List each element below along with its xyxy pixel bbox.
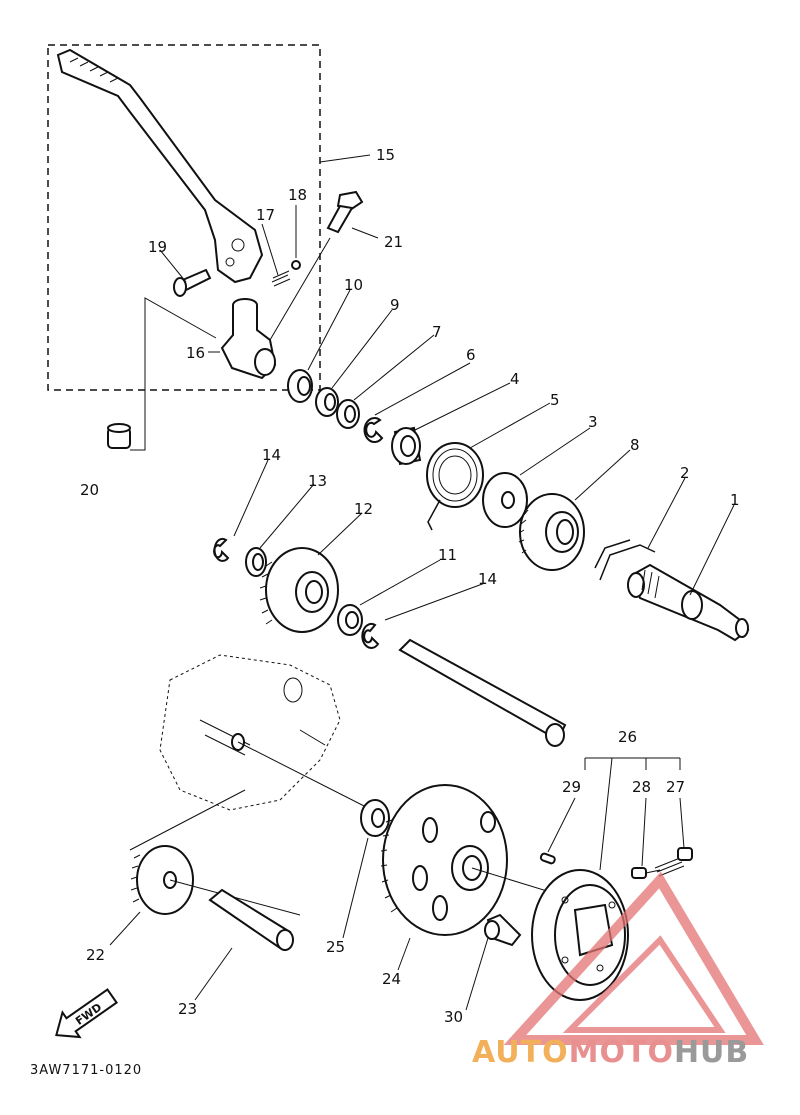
callout-12: 12 — [354, 500, 373, 518]
washer-25 — [360, 799, 390, 837]
callout-13: 13 — [308, 472, 327, 490]
watermark-triangle — [503, 871, 764, 1045]
callout-labels: 15 18 17 21 19 10 9 7 16 6 4 5 3 8 14 2 … — [80, 146, 740, 1026]
watermark-text-moto: MOTO — [569, 1035, 674, 1070]
crankcase-sketch — [159, 654, 373, 811]
callout-5: 5 — [550, 391, 560, 409]
kick-shaft-1 — [627, 563, 750, 642]
shaft-23 — [208, 888, 294, 951]
callout-3: 3 — [588, 413, 598, 431]
washer-10 — [287, 369, 313, 403]
bolt-19 — [173, 268, 212, 297]
callout-26: 26 — [618, 728, 637, 746]
clip-2 — [594, 539, 656, 581]
callout-4: 4 — [510, 370, 520, 388]
kick-gear-12 — [259, 547, 339, 633]
bolt-21 — [326, 190, 364, 234]
pin-29 — [539, 852, 556, 865]
callout-11: 11 — [438, 546, 457, 564]
callout-24: 24 — [382, 970, 401, 988]
spring-5 — [426, 442, 484, 531]
callout-19: 19 — [148, 238, 167, 256]
callout-14-bottom: 14 — [478, 570, 497, 588]
watermark-text-hub: HUB — [674, 1035, 749, 1070]
callout-27: 27 — [666, 778, 685, 796]
diagram-code: 3AW7171-0120 — [30, 1063, 142, 1078]
callout-23: 23 — [178, 1000, 197, 1018]
washer-3 — [482, 472, 528, 528]
callout-20: 20 — [80, 481, 99, 499]
spring-17 — [271, 270, 291, 287]
kick-boss-16 — [220, 298, 277, 380]
bushing-20 — [107, 423, 131, 449]
callout-16: 16 — [186, 344, 205, 362]
bolt-30 — [484, 913, 522, 947]
callout-25: 25 — [326, 938, 345, 956]
washer-11 — [337, 604, 363, 636]
spring-27 — [654, 857, 685, 877]
callout-7: 7 — [432, 323, 442, 341]
idle-shaft — [398, 638, 567, 747]
watermark-logo: AUTOMOTOHUB — [472, 1035, 749, 1070]
svg-text:AUTOMOTOHUB: AUTOMOTOHUB — [472, 1035, 749, 1070]
kick-lever — [56, 48, 264, 284]
circlip-14-top — [213, 537, 230, 562]
callout-29: 29 — [562, 778, 581, 796]
callout-30: 30 — [444, 1008, 463, 1026]
ball-18 — [291, 260, 301, 270]
washer-13 — [245, 547, 267, 577]
washer-9 — [315, 387, 339, 417]
callout-6: 6 — [466, 346, 476, 364]
callout-10: 10 — [344, 276, 363, 294]
callout-2: 2 — [680, 464, 690, 482]
circlip-6 — [363, 417, 384, 443]
screw-27 — [677, 847, 693, 861]
assembly-group-outline — [47, 44, 321, 391]
callout-15: 15 — [376, 146, 395, 164]
callout-18: 18 — [288, 186, 307, 204]
ratchet-wheel-8 — [518, 493, 585, 571]
watermark-text-auto: AUTO — [472, 1035, 569, 1070]
leader-lines — [109, 154, 735, 1011]
idle-gear-22 — [130, 845, 194, 915]
primary-gear-24 — [380, 784, 508, 936]
callout-14-top: 14 — [262, 446, 281, 464]
callout-22: 22 — [86, 946, 105, 964]
callout-1: 1 — [730, 491, 740, 509]
callout-28: 28 — [632, 778, 651, 796]
callout-17: 17 — [256, 206, 275, 224]
circlip-14-bottom — [361, 622, 380, 649]
plunger-28 — [631, 867, 661, 879]
callout-8: 8 — [630, 436, 640, 454]
washer-7 — [336, 399, 360, 429]
callout-9: 9 — [390, 296, 400, 314]
callout-21: 21 — [384, 233, 403, 251]
leader-20 — [130, 297, 217, 451]
fwd-arrow-icon: FWD — [55, 988, 119, 1039]
leader-crank — [129, 789, 246, 851]
collar-4 — [391, 426, 422, 466]
